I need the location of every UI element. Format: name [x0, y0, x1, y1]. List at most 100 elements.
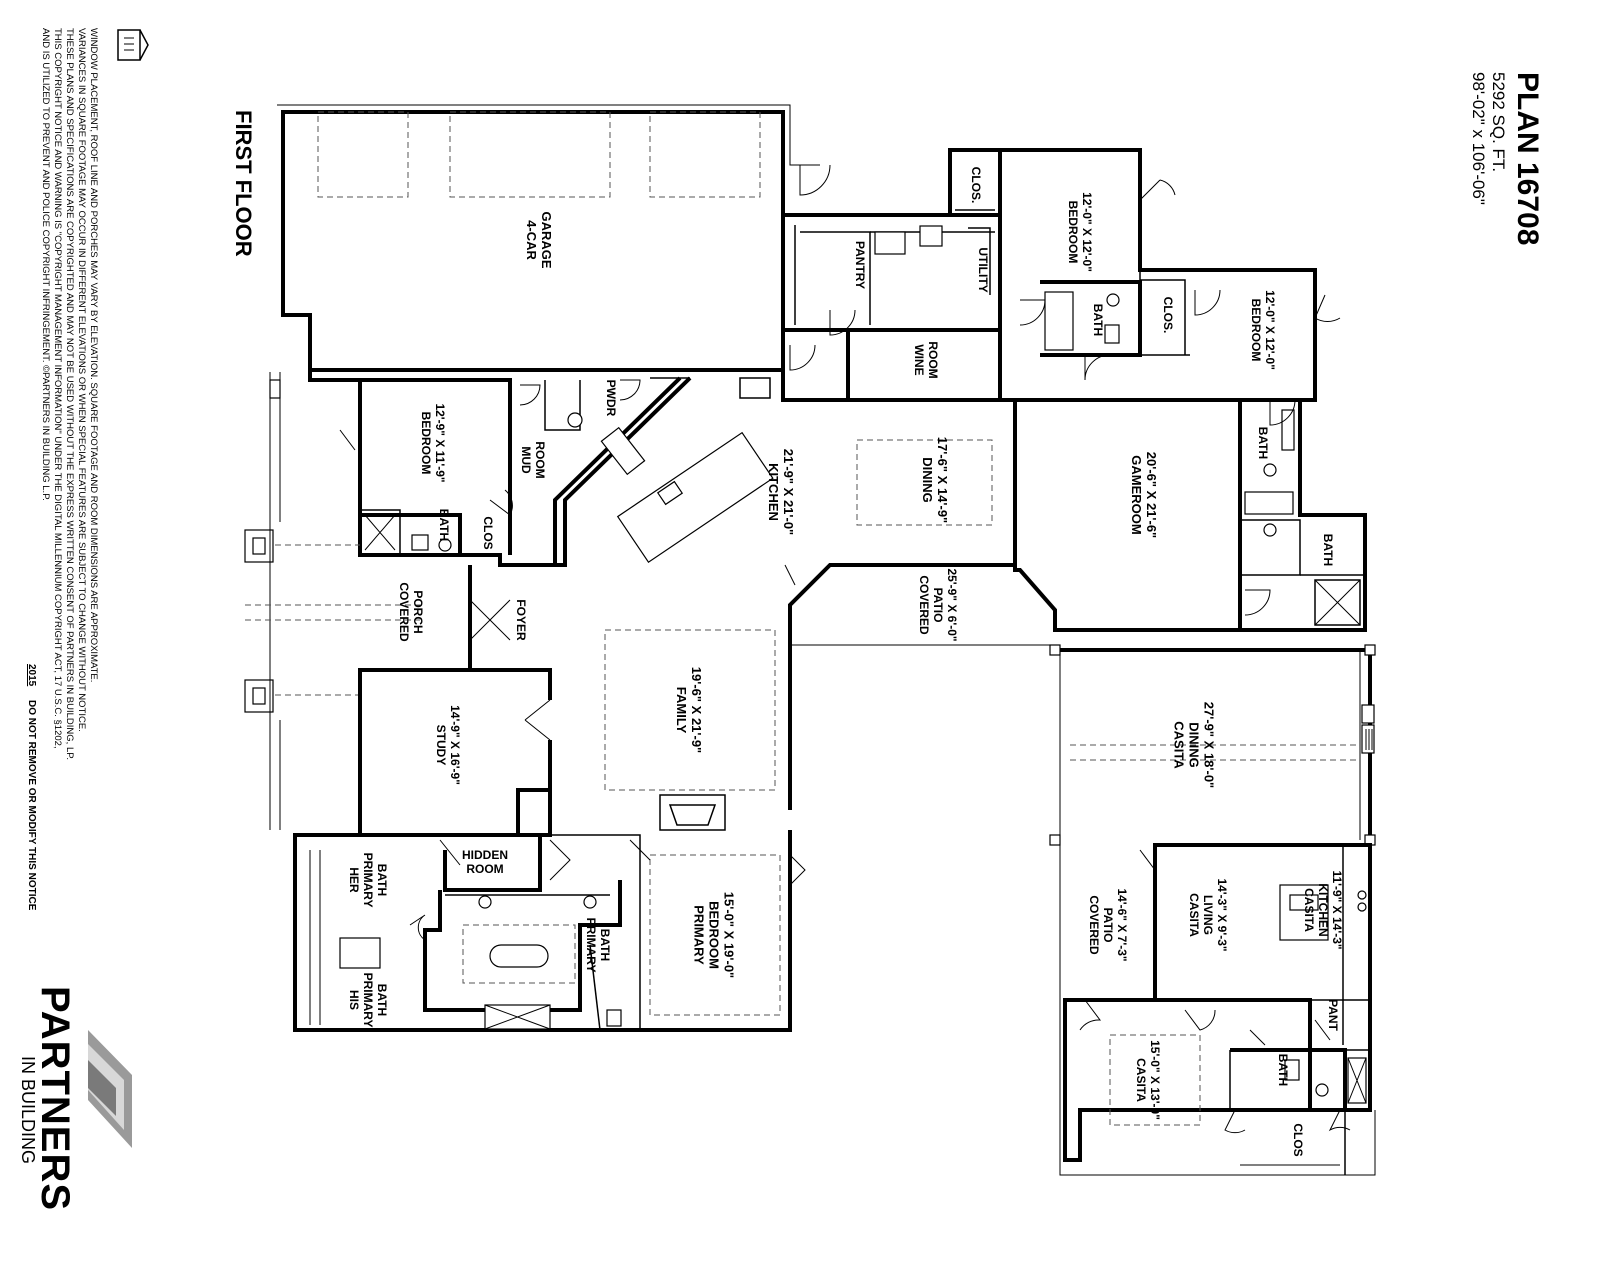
room-label-line: BATH — [1091, 304, 1105, 336]
room-label-line: BATH — [598, 929, 612, 961]
room-label-line: CLOS — [481, 516, 495, 549]
room-label-line: BATH — [375, 864, 389, 896]
room-label-casita-clos: CLOS — [1291, 1123, 1305, 1156]
room-label-utility: UTILITY — [976, 247, 990, 292]
room-label-line: 4-CAR — [524, 220, 539, 260]
room-label-line: BEDROOM — [419, 412, 433, 475]
room-label-line: FAMILY — [674, 687, 689, 734]
room-label-foyer: FOYER — [514, 599, 528, 641]
room-label-line: CASITA — [1302, 888, 1316, 932]
equal-housing-icon — [117, 29, 149, 61]
room-label-line: KITCHEN — [766, 463, 781, 521]
room-label-line: 20'-6" X 21'-6" — [1144, 452, 1159, 538]
room-label-line: BATH — [1276, 1054, 1290, 1086]
room-label-line: PRIMARY — [361, 973, 375, 1028]
room-label-line: 11'-9" X 14'-3" — [1330, 870, 1344, 949]
room-label-clos-ne: CLOS. — [1161, 297, 1175, 334]
disclaimer-line: THESE PLANS AND SPECIFICATIONS ARE COPYR… — [64, 28, 75, 760]
room-label-line: 12'-0" X 12'-0" — [1263, 290, 1277, 370]
room-label-line: CLOS. — [969, 167, 983, 204]
room-label-line: 19'-6" X 21'-9" — [689, 667, 704, 753]
room-label-line: 14'-3" X 9'-3" — [1215, 878, 1229, 951]
room-label-clos-sw: CLOS — [481, 516, 495, 549]
room-label-line: 21'-9" X 21'-0" — [781, 449, 796, 535]
room-label-line: 25'-9" X 6'-0" — [945, 568, 959, 641]
room-label-line: 27'-9" X 18'-0" — [1202, 702, 1217, 788]
room-label-line: 15'-0" X 13'-0" — [1148, 1040, 1162, 1120]
room-label-line: CASITA — [1134, 1058, 1148, 1102]
room-label-line: 12'-0" X 12'-0" — [1080, 192, 1094, 272]
room-label-line: MUD — [519, 446, 533, 474]
partners-logo: PARTNERS IN BUILDING — [18, 986, 132, 1211]
logo-wordmark: PARTNERS — [33, 986, 77, 1211]
room-label-line: COVERED — [917, 575, 931, 635]
room-label-line: HIDDEN — [462, 848, 508, 862]
room-label-line: 12'-9" X 11'-9" — [433, 403, 447, 482]
room-label-line: PRIMARY — [692, 905, 707, 965]
room-label-line: PRIMARY — [361, 853, 375, 908]
room-label-line: PANT — [1326, 999, 1340, 1031]
room-label-line: CASITA — [1187, 893, 1201, 937]
copyright-year: 2015 — [26, 664, 37, 687]
room-label-pwdr: PWDR — [604, 380, 618, 417]
room-label-line: COVERED — [1087, 895, 1101, 955]
room-label-line: BEDROOM — [1249, 299, 1263, 362]
room-label-pant: PANT — [1326, 999, 1340, 1031]
room-label-pantry: PANTRY — [853, 241, 867, 289]
plan-title: PLAN 16708 — [1511, 72, 1544, 245]
room-label-line: LIVING — [1201, 895, 1215, 935]
plan-title-block: PLAN 16708 5292 SQ. FT. 98'-02" x 106'-0… — [1469, 72, 1544, 245]
room-label-line: CLOS. — [1161, 297, 1175, 334]
room-label-line: HER — [347, 867, 361, 893]
main-house-walls — [244, 104, 1367, 1032]
casita-walls — [1049, 644, 1376, 1176]
room-label-line: COVERED — [397, 582, 411, 642]
room-label-line: PORCH — [411, 590, 425, 633]
room-label-line: BATH — [1321, 534, 1335, 566]
room-label-line: BATH — [1256, 427, 1270, 459]
plan-dimensions: 98'-02" x 106'-06" — [1469, 72, 1488, 205]
room-label-line: 14'-9" X 16'-9" — [448, 705, 462, 785]
room-label-line: 17'-6" X 14'-9" — [935, 437, 950, 523]
room-label-line: PATIO — [931, 588, 945, 623]
room-label-line: CASITA — [1172, 721, 1187, 769]
room-label-line: ROOM — [533, 441, 547, 478]
room-label-line: FOYER — [514, 599, 528, 641]
room-label-line: PATIO — [1101, 908, 1115, 943]
copyright-notice: DO NOT REMOVE OR MODIFY THIS NOTICE — [26, 700, 37, 911]
room-label-line: BEDROOM — [1066, 201, 1080, 264]
room-label-line: CLOS — [1291, 1123, 1305, 1156]
room-label-line: STUDY — [434, 725, 448, 766]
room-label-line: 14'-6" X 7'-3" — [1115, 888, 1129, 961]
room-label-line: ROOM — [926, 341, 940, 378]
room-label-line: PANTRY — [853, 241, 867, 289]
room-label-line: PRIMARY — [584, 918, 598, 973]
disclaimer-line: WINDOW PLACEMENT, ROOF LINE AND PORCHES … — [88, 28, 99, 682]
room-label-bath-e2: BATH — [1321, 534, 1335, 566]
room-label-line: UTILITY — [976, 247, 990, 292]
room-label-bath-e: BATH — [1256, 427, 1270, 459]
plan-sqft: 5292 SQ. FT. — [1489, 72, 1508, 172]
room-label-line: KITCHEN — [1316, 883, 1330, 936]
room-label-line: PWDR — [604, 380, 618, 417]
room-label-line: BEDROOM — [707, 901, 722, 969]
